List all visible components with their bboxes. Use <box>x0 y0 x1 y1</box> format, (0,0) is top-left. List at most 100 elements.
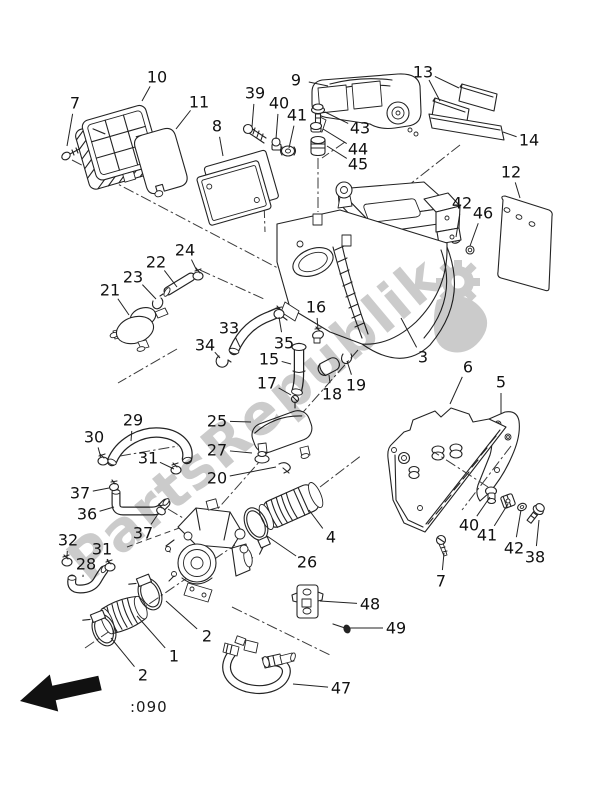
callout-44: 44 <box>348 140 368 159</box>
clip-20 <box>278 462 291 474</box>
part-12-flap <box>497 195 553 292</box>
callout-6: 6 <box>463 358 473 377</box>
callout-28: 28 <box>76 555 96 574</box>
leader-17 <box>278 387 292 396</box>
leader-19 <box>346 360 352 375</box>
part-33-hose <box>228 307 283 356</box>
leader-42 <box>515 509 522 538</box>
callout-11: 11 <box>189 93 209 112</box>
leader-7 <box>441 552 445 571</box>
leader-42 <box>455 213 461 238</box>
screw-49 <box>332 623 351 634</box>
leader-11 <box>175 110 191 130</box>
callout-41: 41 <box>477 526 497 545</box>
leader-7 <box>66 113 74 147</box>
callout-7: 7 <box>70 94 80 113</box>
part-8-filter-element <box>196 149 279 226</box>
leader-4 <box>308 509 324 529</box>
leader-41 <box>288 125 295 149</box>
callout-17: 17 <box>257 374 277 393</box>
part-9-intake-duct <box>311 73 422 137</box>
bracket-48 <box>291 584 324 619</box>
callout-23: 23 <box>123 268 143 287</box>
leader-23 <box>142 284 157 300</box>
leader-21 <box>117 298 130 316</box>
part-29-hose <box>106 427 193 467</box>
callout-15: 15 <box>259 350 279 369</box>
footer-code: :090 <box>130 698 168 716</box>
carburetor <box>165 498 253 603</box>
leader-34 <box>214 351 221 359</box>
callout-13-second-leader <box>428 79 441 102</box>
leader-43 <box>324 111 349 124</box>
callout-31: 31 <box>138 449 158 468</box>
collar-41 <box>279 145 297 157</box>
part-15-elbow-hose <box>291 342 307 396</box>
leader-45 <box>326 145 348 159</box>
leader-37 <box>92 487 110 492</box>
leader-16 <box>316 317 319 331</box>
nut-40 <box>271 137 282 151</box>
leader-22 <box>163 270 178 288</box>
leader-12 <box>514 182 521 199</box>
bolt-43 <box>310 103 326 124</box>
leader-29 <box>130 430 133 442</box>
clamp-30 <box>97 453 109 466</box>
callout-37: 37 <box>133 524 153 543</box>
clip-23 <box>151 293 164 310</box>
callout-34: 34 <box>195 336 215 355</box>
callout-20: 20 <box>207 469 227 488</box>
callout-2: 2 <box>138 666 148 685</box>
callout-42: 42 <box>452 194 472 213</box>
leader-33 <box>235 337 241 348</box>
callout-27: 27 <box>207 441 227 460</box>
leader-36 <box>99 506 115 512</box>
clamp-31-upper <box>170 462 182 475</box>
leader-38 <box>535 519 540 547</box>
clamp-24 <box>192 267 204 281</box>
callout-22: 22 <box>146 253 166 272</box>
leader-26 <box>266 535 297 557</box>
grommet-45 <box>310 135 326 157</box>
leader-46 <box>469 223 479 247</box>
callout-42: 42 <box>504 539 524 558</box>
leader-13 <box>434 76 460 89</box>
nut-44 <box>309 121 323 133</box>
part-21-valve <box>109 306 169 352</box>
clamp-37-right <box>156 503 166 516</box>
callout-38: 38 <box>525 548 545 567</box>
leader-47 <box>292 683 329 688</box>
callout-16: 16 <box>306 298 326 317</box>
leader-44 <box>322 128 347 144</box>
callout-37: 37 <box>70 484 90 503</box>
leader-30 <box>97 447 102 459</box>
clamp-2-right <box>128 573 163 611</box>
leader-31 <box>159 461 175 470</box>
leader-48 <box>319 600 358 604</box>
callout-8: 8 <box>212 117 222 136</box>
callout-31: 31 <box>92 540 112 559</box>
callout-35: 35 <box>274 334 294 353</box>
part-47-fuel-hose <box>222 635 296 694</box>
callout-9: 9 <box>291 71 301 90</box>
part-28-hose <box>67 564 109 594</box>
leader-3 <box>400 317 418 348</box>
callout-21: 21 <box>100 281 120 300</box>
callout-26: 26 <box>297 553 317 572</box>
leader-40 <box>275 113 279 140</box>
direction-arrow-icon <box>20 674 102 712</box>
callout-32: 32 <box>58 531 78 550</box>
callout-36: 36 <box>77 505 97 524</box>
wrench-icon <box>433 296 488 353</box>
part-22-hose <box>163 272 196 297</box>
callout-40: 40 <box>459 516 479 535</box>
leader-14 <box>502 131 517 138</box>
callout-40: 40 <box>269 94 289 113</box>
clamp-2-left <box>82 609 117 647</box>
callout-5: 5 <box>496 373 506 392</box>
part-4-air-joint <box>258 482 324 530</box>
callout-49: 49 <box>386 619 406 638</box>
ring-19 <box>341 353 353 365</box>
